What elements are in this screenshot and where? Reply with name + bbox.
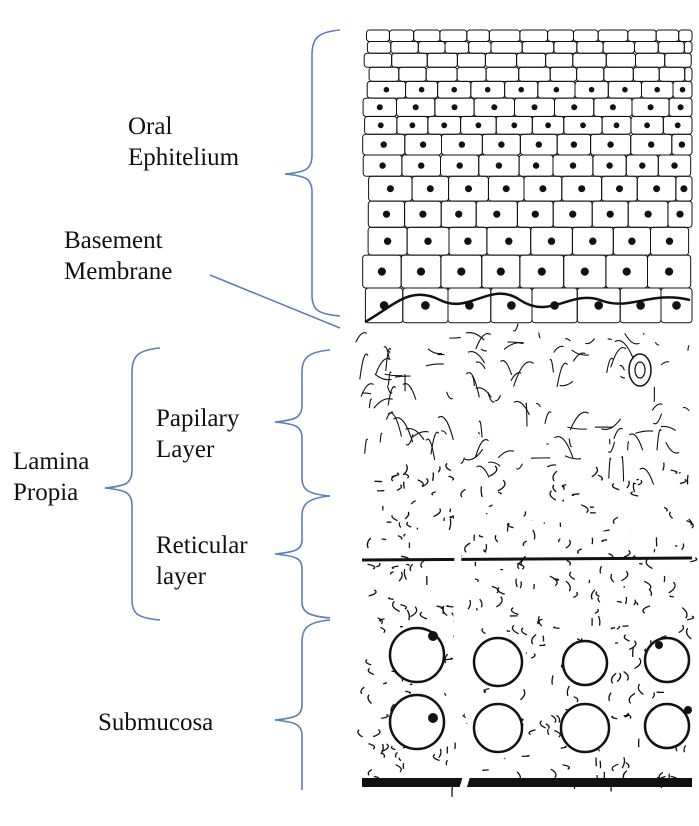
label-submucosa: Submucosa <box>98 707 213 738</box>
label-basement-membrane-line1: Basement <box>64 225 172 256</box>
label-oral-epithelium-line1: Oral <box>128 111 239 142</box>
bracket-reticular-layer <box>275 496 330 618</box>
label-reticular-layer: Reticular layer <box>156 530 248 592</box>
pointer-basement-membrane <box>210 275 340 328</box>
label-papillary-layer-line2: Layer <box>156 434 239 465</box>
label-reticular-layer-line1: Reticular <box>156 530 248 561</box>
label-lamina-propria: Lamina Propia <box>13 446 89 508</box>
label-lamina-propria-line1: Lamina <box>13 446 89 477</box>
label-basement-membrane: Basement Membrane <box>64 225 172 287</box>
bracket-submucosa <box>275 620 330 790</box>
oral-epithelium-cells <box>363 30 692 323</box>
bracket-lamina-propria <box>105 348 160 620</box>
label-oral-epithelium-line2: Ephitelium <box>128 142 239 173</box>
label-reticular-layer-line2: layer <box>156 561 248 592</box>
submucosa-glands <box>390 628 692 752</box>
label-lamina-propria-line2: Propia <box>13 477 89 508</box>
bracket-oral-epithelium <box>285 30 340 316</box>
label-basement-membrane-line2: Membrane <box>64 256 172 287</box>
label-papillary-layer-line1: Papilary <box>156 403 239 434</box>
bracket-papillary-layer <box>275 350 330 496</box>
label-oral-epithelium: Oral Ephitelium <box>128 111 239 173</box>
label-papillary-layer: Papilary Layer <box>156 403 239 465</box>
papillary-fibers <box>356 324 689 485</box>
